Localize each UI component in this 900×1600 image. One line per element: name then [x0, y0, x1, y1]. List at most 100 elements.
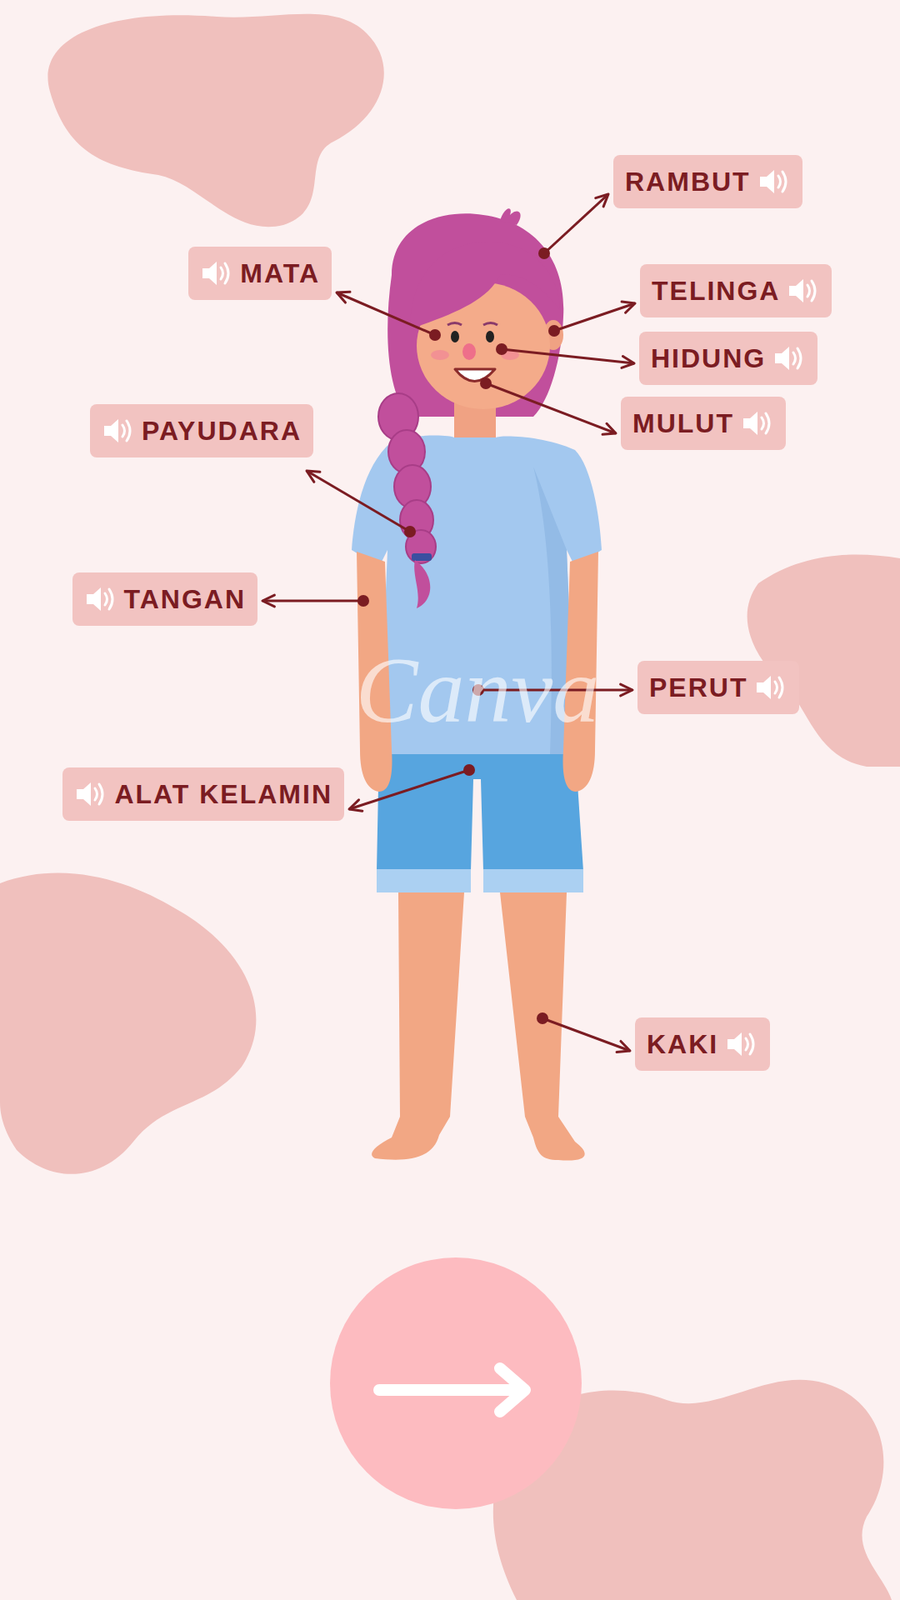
speaker-body: [756, 675, 771, 700]
label-box: PERUT: [637, 660, 800, 715]
leader-line: [501, 349, 635, 364]
speaker-icon: [101, 415, 135, 446]
leader-dot: [495, 343, 508, 355]
speaker-body: [789, 279, 804, 303]
leader-arrowhead: [620, 684, 633, 696]
eye: [450, 330, 460, 343]
speaker-icon: [757, 166, 791, 197]
leader-arrowhead: [306, 470, 320, 482]
next-arrow: [379, 1368, 525, 1412]
leader-arrowhead: [336, 291, 350, 303]
label-box: MATA: [188, 246, 332, 300]
leader-line: [485, 383, 616, 434]
leader-dot: [480, 377, 492, 390]
hair-front: [410, 241, 560, 330]
leader-arrowhead: [595, 194, 609, 207]
label-box: PAYUDARA: [90, 404, 314, 458]
part-name: TANGAN: [124, 585, 247, 613]
leader-line: [542, 1018, 630, 1051]
speaker-body: [104, 419, 119, 443]
speaker-waves: [122, 420, 130, 441]
part-name: KAKI: [646, 1030, 719, 1058]
braid-tail: [414, 560, 430, 609]
blob: [47, 14, 384, 227]
label-box: RAMBUT: [613, 155, 803, 209]
leader-line: [544, 194, 609, 254]
speaker-icon: [786, 275, 820, 306]
part-name: PAYUDARA: [141, 417, 302, 445]
leader-dot: [548, 325, 560, 337]
label-box: TELINGA: [640, 264, 832, 318]
part-name: PERUT: [649, 674, 748, 701]
speaker-waves: [745, 1034, 754, 1055]
braid: [378, 393, 436, 564]
leader-arrowhead: [602, 423, 616, 435]
part-name: RAMBUT: [625, 168, 751, 195]
leader-line: [349, 770, 470, 810]
leader-line: [262, 600, 364, 603]
speaker-body: [86, 587, 101, 611]
speaker-icon: [200, 258, 234, 289]
leg: [500, 892, 585, 1161]
leader-arrowhead: [621, 301, 635, 313]
part-name: MATA: [240, 260, 320, 287]
label-box: TANGAN: [72, 572, 259, 626]
speaker-icon: [740, 408, 775, 439]
leader-dot: [536, 1012, 549, 1025]
shorts-cuff: [483, 869, 584, 893]
eyebrow: [447, 323, 462, 326]
shorts: [376, 745, 584, 871]
speaker-body: [760, 170, 775, 194]
nose: [462, 343, 476, 360]
hair-band: [411, 553, 432, 561]
speaker-body: [727, 1032, 742, 1056]
label-box: KAKI: [635, 1017, 770, 1071]
leader-line: [336, 292, 435, 335]
leader-dot: [357, 595, 370, 607]
label-box: HIDUNG: [639, 331, 818, 385]
label-box: MULUT: [620, 396, 786, 450]
part-name: ALAT KELAMIN: [114, 780, 333, 808]
part-name: HIDUNG: [650, 345, 766, 372]
leader-dot: [404, 525, 416, 538]
cheek: [430, 350, 450, 360]
speaker-icon: [754, 672, 788, 703]
speaker-icon: [74, 779, 108, 810]
hair-back: [387, 213, 564, 417]
watermark: Canva: [355, 643, 600, 737]
speaker-body: [775, 346, 790, 370]
speaker-waves: [105, 589, 113, 610]
next-button: [330, 1257, 582, 1510]
shirt: [351, 435, 602, 755]
speaker-waves: [220, 263, 229, 284]
speaker-icon: [725, 1029, 759, 1060]
label-box: ALAT KELAMIN: [62, 767, 345, 821]
leader-arrowhead: [262, 595, 275, 607]
blob: [0, 873, 256, 1175]
eye: [485, 330, 495, 343]
leader-arrowhead: [349, 800, 363, 811]
speaker-waves: [775, 677, 783, 698]
part-name: TELINGA: [651, 277, 780, 305]
speaker-icon: [84, 584, 118, 615]
eyebrow: [483, 323, 498, 326]
speaker-body: [202, 261, 217, 285]
leader-line: [554, 303, 635, 331]
shorts-cuff: [376, 869, 471, 893]
speaker-body: [743, 411, 758, 435]
speaker-body: [76, 782, 91, 806]
leader-dot: [538, 247, 550, 260]
leader-line: [306, 470, 410, 532]
leader-arrowhead: [621, 356, 635, 369]
leader-dot: [463, 764, 475, 776]
leader-arrowhead: [616, 1040, 630, 1052]
speaker-waves: [807, 280, 815, 301]
speaker-icon: [772, 343, 806, 374]
speaker-waves: [761, 413, 770, 434]
hair-tuft: [500, 208, 521, 225]
speaker-waves: [793, 348, 801, 369]
leg: [371, 892, 465, 1160]
leader-dot: [429, 329, 441, 341]
speaker-waves: [95, 784, 103, 805]
